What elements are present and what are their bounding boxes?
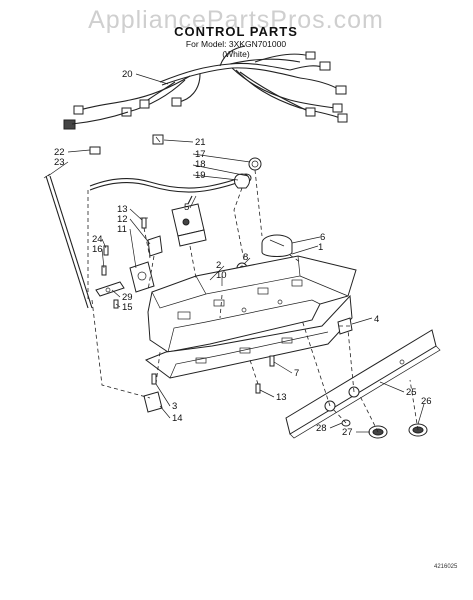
drawing-code: 4216025 xyxy=(434,564,458,570)
damper-part-11 xyxy=(129,261,155,293)
tube-part-18 xyxy=(89,173,252,193)
lower-tray-part-7 xyxy=(144,294,353,379)
callout-22: 22 xyxy=(54,147,65,158)
callout-16: 16 xyxy=(92,244,103,255)
assembly-lines xyxy=(87,169,419,433)
screw-part-3 xyxy=(151,373,157,385)
watermark: AppliancePartsPros.com xyxy=(88,6,384,34)
screw-part-24 xyxy=(103,245,109,256)
screw-part-13-lower xyxy=(255,383,261,394)
control-panel-part-25 xyxy=(285,329,441,439)
callout-8: 8 xyxy=(243,252,248,263)
callout-2: 2 xyxy=(216,260,221,271)
clip-part-21 xyxy=(152,134,164,145)
callout-27: 27 xyxy=(342,427,353,438)
callout-20: 20 xyxy=(122,69,133,80)
lever-part-29 xyxy=(95,281,125,297)
rod-part-23 xyxy=(43,173,93,309)
model-line: For Model: 3XKGN701000 xyxy=(186,39,286,49)
callout-14: 14 xyxy=(172,413,183,424)
callout-29: 29 xyxy=(122,292,133,303)
callout-6: 6 xyxy=(320,232,325,243)
callout-1: 1 xyxy=(318,242,323,253)
callout-13-lower: 13 xyxy=(276,392,287,403)
clip-part-4 xyxy=(337,317,353,335)
callout-3: 3 xyxy=(172,401,177,412)
clip-part-22 xyxy=(89,146,101,155)
callout-25: 25 xyxy=(406,387,417,398)
callout-17: 17 xyxy=(195,149,206,160)
callout-11: 11 xyxy=(117,224,127,235)
callout-15: 15 xyxy=(122,302,133,313)
callout-12: 12 xyxy=(117,214,128,225)
diagram-title: CONTROL PARTS xyxy=(174,24,298,39)
callout-26: 26 xyxy=(421,396,432,407)
callout-18: 18 xyxy=(195,159,206,170)
switch-part-6 xyxy=(261,234,293,257)
callout-24: 24 xyxy=(92,234,103,245)
callout-10: 10 xyxy=(216,270,227,281)
wiring-harness xyxy=(63,45,348,130)
leader-lines xyxy=(47,73,425,433)
knob-part-17 xyxy=(248,157,262,171)
control-housing-part-2 xyxy=(147,255,357,353)
callouts: 20 21 17 18 19 22 23 13 12 11 24 16 29 1… xyxy=(54,69,432,438)
bracket-part-14 xyxy=(143,391,163,413)
callout-19: 19 xyxy=(195,170,206,181)
bulb-part-19 xyxy=(234,173,250,189)
thermostat-part-5 xyxy=(171,195,207,247)
callout-23: 23 xyxy=(54,157,65,168)
callout-7: 7 xyxy=(294,368,299,379)
callout-13-upper: 13 xyxy=(117,204,128,215)
callout-5: 5 xyxy=(184,202,189,213)
callout-4: 4 xyxy=(374,314,379,325)
callout-28: 28 xyxy=(316,423,327,434)
callout-21: 21 xyxy=(195,137,206,148)
color-line: (White) xyxy=(222,49,250,59)
bracket-part-12 xyxy=(147,235,163,257)
